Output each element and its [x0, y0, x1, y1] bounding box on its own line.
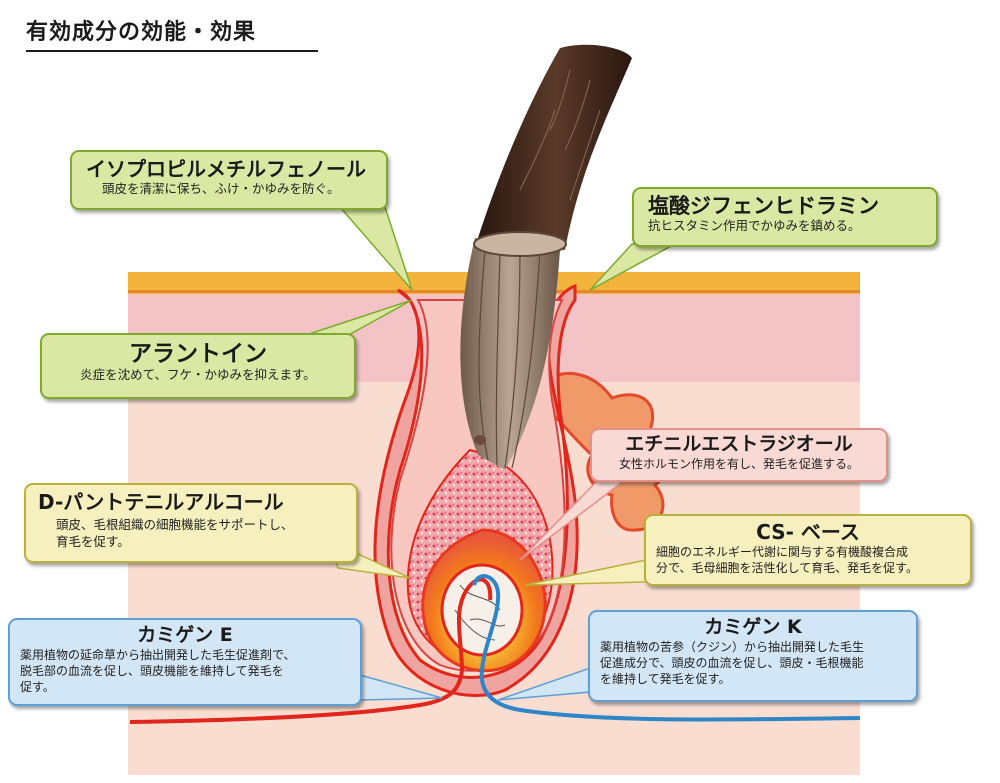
callout-title: アラントイン [129, 341, 267, 367]
callout-d-panthenol: D-パントテニルアルコール 頭皮、毛根組織の細胞機能をサポートし、 育毛を促す。 [24, 483, 358, 563]
follicle-sheath [373, 283, 579, 698]
callout-diphenhydramine: 塩酸ジフェンヒドラミン 抗ヒスタミン作用でかゆみを鎮める。 [632, 187, 938, 247]
blood-vessel-artery [129, 577, 493, 724]
callout-cs-base: CS- ベース 細胞のエネルギー代謝に関与する有機酸複合成 分で、毛母細胞を活性… [644, 514, 972, 586]
callout-description: 育毛を促す。 [56, 533, 130, 549]
callout-description: 促す。 [20, 680, 55, 695]
callout-description: 頭皮を清潔に保ち、ふけ・かゆみを防ぐ。 [102, 181, 340, 196]
hair-cut-end [473, 231, 567, 257]
callout-kamigen-e: カミゲン E 薬用植物の延命草から抽出開発した毛生促進剤で、 脱毛部の血流を促し… [8, 618, 362, 706]
hair-root-shaft [460, 238, 560, 470]
callout-ethinylestradiol: エチニルエストラジオール 女性ホルモン作用を有し、発毛を促進する。 [590, 428, 888, 482]
callout-description: 薬用植物の苦参（クジン）から抽出開発した毛生 [600, 639, 865, 654]
callout-description: 頭皮、毛根組織の細胞機能をサポートし、 [56, 517, 294, 532]
callout-description: 細胞のエネルギー代謝に関与する有機酸複合成 [656, 545, 909, 559]
callout-title: カミゲン E [137, 624, 233, 646]
callout-kamigen-k: カミゲン K 薬用植物の苦参（クジン）から抽出開発した毛生 促進成分で、頭皮の血… [588, 610, 918, 702]
callout-description: を維持して発毛を促す。 [600, 672, 731, 687]
callout-title: CS- ベース [756, 520, 860, 544]
callout-description: 女性ホルモン作用を有し、発毛を促進する。 [618, 456, 859, 471]
callout-description: 抗ヒスタミン作用でかゆみを鎮める。 [648, 218, 861, 234]
hair-strand [478, 44, 632, 250]
blood-vessel-vein [472, 574, 861, 722]
callout-title: カミゲン K [704, 616, 802, 638]
callout-description: 炎症を沈めて、フケ・かゆみを抑えます。 [80, 367, 316, 383]
callout-title: D-パントテニルアルコール [38, 490, 284, 514]
callout-title: イソプロピルメチルフェノール [86, 157, 366, 181]
callout-isopropylmethylphenol: イソプロピルメチルフェノール 頭皮を清潔に保ち、ふけ・かゆみを防ぐ。 [70, 150, 388, 210]
callout-description: 薬用植物の延命草から抽出開発した毛生促進剤で、 [20, 647, 296, 662]
page-title: 有効成分の効能・効果 [26, 14, 318, 52]
callout-title: 塩酸ジフェンヒドラミン [648, 194, 879, 218]
callout-title: エチニルエストラジオール [625, 433, 853, 455]
callout-allantoin: アラントイン 炎症を沈めて、フケ・かゆみを抑えます。 [40, 333, 356, 399]
callout-description: 脱毛部の血流を促し、頭皮機能を維持して発毛を [20, 664, 284, 679]
callout-description: 分で、毛母細胞を活性化して育毛、発毛を促す。 [656, 561, 918, 576]
callout-description: 促進成分で、頭皮の血流を促し、頭皮・毛根機能 [600, 656, 864, 671]
